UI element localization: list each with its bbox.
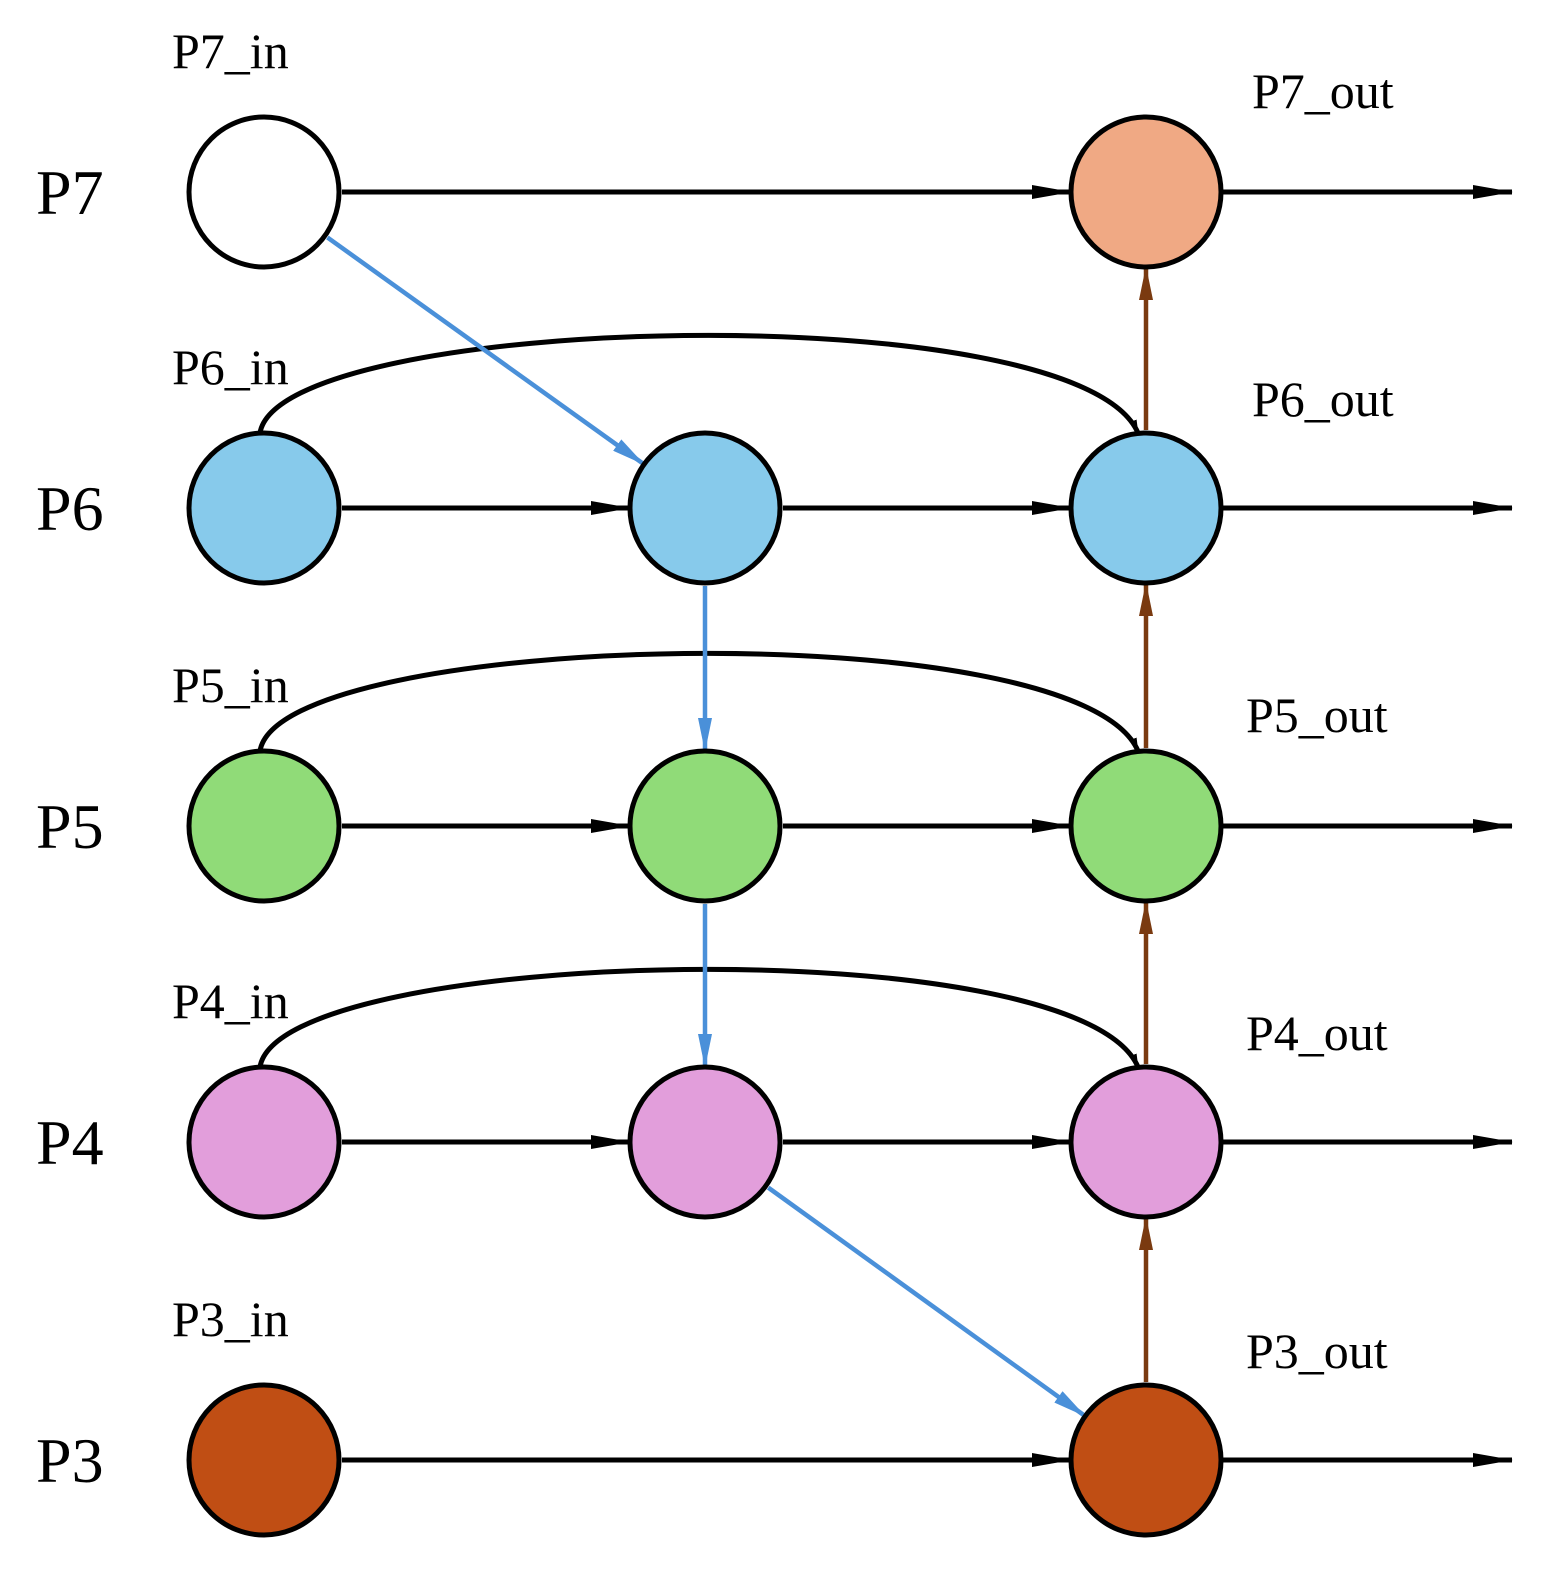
row-label: P6 bbox=[36, 473, 104, 544]
p5-mid-node bbox=[627, 748, 783, 904]
p4-in-node bbox=[186, 1064, 342, 1220]
p3-out-node bbox=[1068, 1382, 1224, 1538]
row-label: P7 bbox=[36, 157, 104, 228]
input-label: P6_in bbox=[172, 339, 289, 395]
output-label: P4_out bbox=[1246, 1005, 1388, 1061]
output-label: P6_out bbox=[1252, 371, 1394, 427]
input-label: P7_in bbox=[172, 23, 289, 79]
edges-layer bbox=[257, 185, 1513, 1467]
edge-p5-in-to-p5-out-skip-arrow bbox=[257, 650, 1141, 752]
p4-out-node bbox=[1068, 1064, 1224, 1220]
p3-in-node bbox=[186, 1382, 342, 1538]
input-label: P4_in bbox=[172, 973, 289, 1029]
edge-p6-in-to-p6-out-skip-arrow bbox=[257, 332, 1141, 434]
p6-out-node bbox=[1068, 430, 1224, 586]
output-label: P5_out bbox=[1246, 687, 1388, 743]
edge-p4-mid-to-p3-out-arrow bbox=[766, 1185, 1087, 1418]
p6-in-node bbox=[186, 430, 342, 586]
output-label: P7_out bbox=[1252, 63, 1394, 119]
p4-mid-node bbox=[627, 1064, 783, 1220]
row-label: P5 bbox=[36, 791, 104, 862]
p7-in-node bbox=[186, 114, 342, 270]
output-label: P3_out bbox=[1246, 1323, 1388, 1379]
p5-out-node bbox=[1068, 748, 1224, 904]
row-label: P4 bbox=[36, 1107, 104, 1178]
p7-out-node bbox=[1068, 114, 1224, 270]
edge-p4-in-to-p4-out-skip-arrow bbox=[257, 966, 1141, 1068]
p5-in-node bbox=[186, 748, 342, 904]
input-label: P5_in bbox=[172, 657, 289, 713]
edge-p7-in-to-p6-mid-arrow bbox=[326, 235, 646, 467]
row-label: P3 bbox=[36, 1425, 104, 1496]
nodes-layer bbox=[186, 114, 1224, 1538]
input-label: P3_in bbox=[172, 1291, 289, 1347]
p6-mid-node bbox=[627, 430, 783, 586]
